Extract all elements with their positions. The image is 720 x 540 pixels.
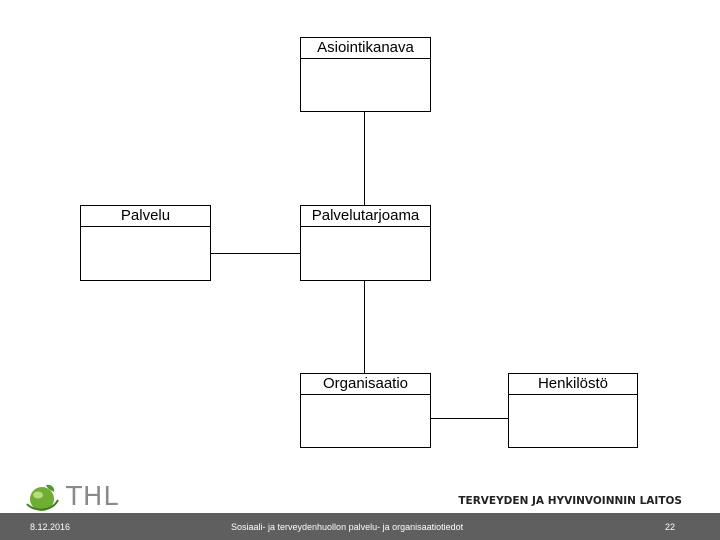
organization-name: TERVEYDEN JA HYVINVOINNIN LAITOS (458, 495, 682, 507)
connector-palvelu-palvelutarjoama (211, 253, 300, 254)
page-number: 22 (664, 522, 675, 532)
footer-date: 8.12.2016 (30, 522, 71, 532)
box-palvelu: Palvelu (80, 205, 211, 281)
box-organisaatio: Organisaatio (300, 373, 431, 448)
connector-organisaatio-henkilosto (430, 418, 509, 419)
box-title: Organisaatio (301, 374, 430, 395)
connector-palvelutarjoama-organisaatio (364, 281, 365, 373)
box-title: Asiointikanava (301, 38, 430, 59)
box-palvelutarjoama: Palvelutarjoama (300, 205, 431, 281)
box-henkilosto: Henkilöstö (508, 373, 638, 448)
footer-subtitle: Sosiaali- ja terveydenhuollon palvelu- j… (231, 522, 464, 532)
slide-footer: THL TERVEYDEN JA HYVINVOINNIN LAITOS 8.1… (0, 470, 720, 540)
logo-text: THL (66, 482, 119, 512)
box-title: Henkilöstö (509, 374, 637, 395)
box-title: Palvelutarjoama (301, 206, 430, 227)
thl-globe-icon (26, 484, 59, 511)
footer-bar: 8.12.2016 Sosiaali- ja terveydenhuollon … (0, 513, 720, 540)
box-title: Palvelu (81, 206, 210, 227)
box-asiointikanava: Asiointikanava (300, 37, 431, 112)
connector-asiointikanava-palvelutarjoama (364, 112, 365, 205)
thl-logo: THL (24, 478, 134, 514)
